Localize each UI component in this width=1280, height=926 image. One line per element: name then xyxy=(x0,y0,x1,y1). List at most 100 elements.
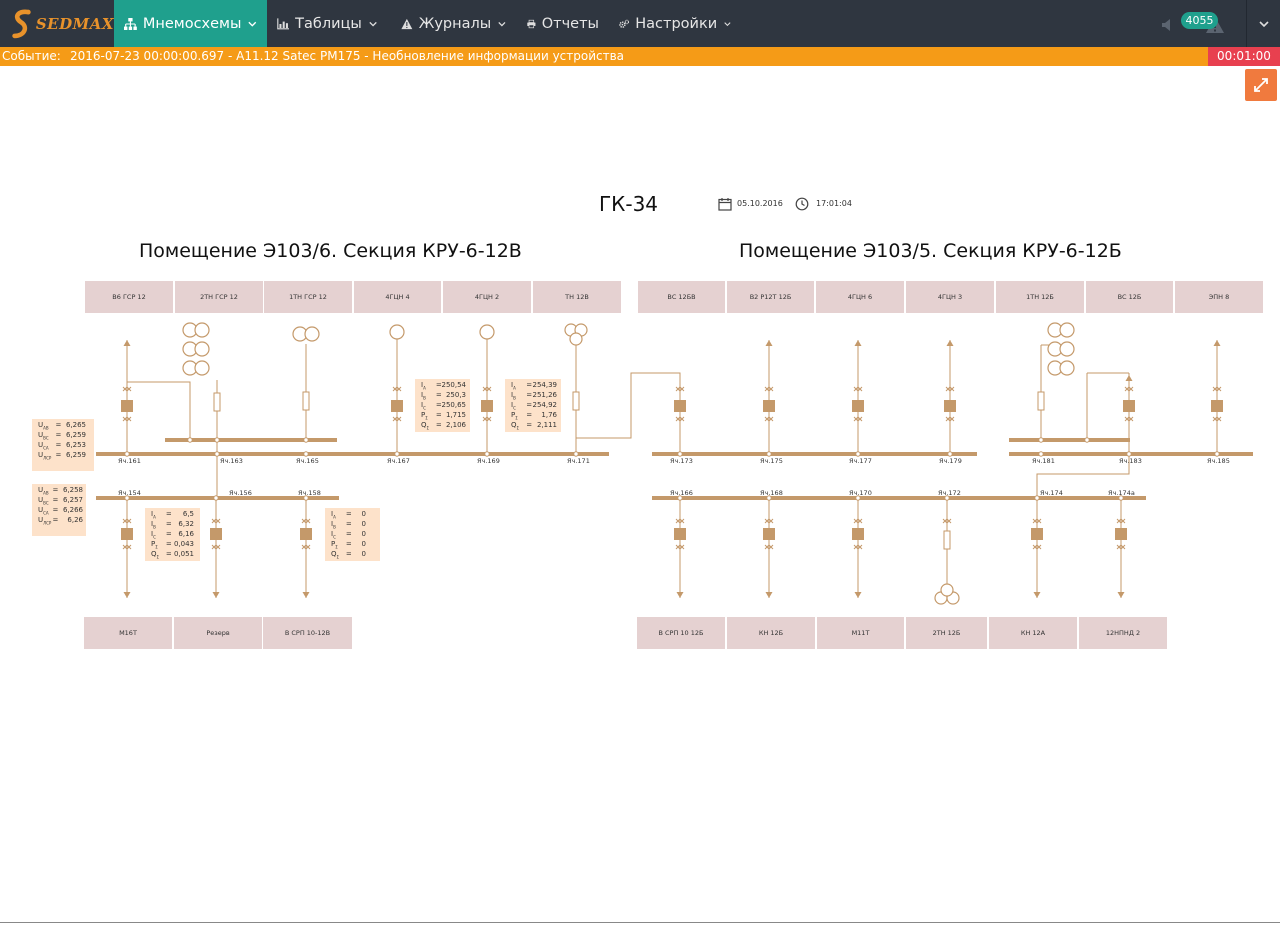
bay-label-ur-5[interactable]: Яч.183 xyxy=(1119,457,1142,465)
bay-label-lr-0[interactable]: Яч.166 xyxy=(670,489,693,497)
disconnector-chevron xyxy=(945,416,955,422)
bus-node xyxy=(855,451,861,457)
meas-value: 254,92 xyxy=(532,401,558,409)
meas-value: 0 xyxy=(361,510,366,518)
cell-top-right-5[interactable]: 1ТН 12Б xyxy=(996,281,1084,313)
bay-label-ul-0[interactable]: Яч.161 xyxy=(118,457,141,465)
nav-mnemo[interactable]: Мнемосхемы xyxy=(114,0,267,47)
cell-top-right-2[interactable]: В2 Р12Т 12Б xyxy=(727,281,814,313)
nav-reports[interactable]: Отчеты xyxy=(517,0,609,47)
bay-label-ur-1[interactable]: Яч.175 xyxy=(760,457,783,465)
app-logo[interactable]: SEDMAX xyxy=(0,0,114,47)
transformer-coil xyxy=(194,341,210,357)
disconnector-chevron xyxy=(211,544,221,550)
bay-label-ll-0[interactable]: Яч.154 xyxy=(118,489,141,497)
meas-value: 250,54 xyxy=(441,381,467,389)
cell-top-left-4[interactable]: 4ГЦН 4 xyxy=(354,281,441,313)
cell-bottom-right-2[interactable]: КН 12Б xyxy=(727,617,815,649)
cell-top-right-7[interactable]: ЭПН 8 xyxy=(1175,281,1263,313)
meas-name: IА xyxy=(151,510,156,520)
meas-equals: = xyxy=(55,431,62,439)
disconnector-chevron xyxy=(942,518,952,524)
cell-bottom-right-4[interactable]: 2ТН 12Б xyxy=(906,617,987,649)
bay-label-ur-0[interactable]: Яч.173 xyxy=(670,457,693,465)
bay-label-ur-2[interactable]: Яч.177 xyxy=(849,457,872,465)
meas-equals: = xyxy=(55,421,62,429)
cell-top-left-2[interactable]: 2ТН ГСР 12 xyxy=(175,281,263,313)
cell-bottom-left-1[interactable]: М16Т xyxy=(84,617,172,649)
disconnector-chevron xyxy=(1116,518,1126,524)
cell-bottom-left-2[interactable]: Резерв xyxy=(174,617,262,649)
printer-icon xyxy=(527,19,536,28)
cell-top-right-1[interactable]: ВС 12БВ xyxy=(638,281,725,313)
disconnector-chevron xyxy=(764,544,774,550)
disconnector-chevron xyxy=(764,544,774,550)
nav-tables[interactable]: Таблицы xyxy=(267,0,387,47)
bay-label-ul-1[interactable]: Яч.163 xyxy=(220,457,243,465)
cell-bottom-right-1[interactable]: В СРП 10 12Б xyxy=(637,617,725,649)
disconnector-chevron xyxy=(301,544,311,550)
bay-label-lr-1[interactable]: Яч.168 xyxy=(760,489,783,497)
meas-equals: = xyxy=(55,441,62,449)
disconnector-chevron xyxy=(764,518,774,524)
busbar-aux-left xyxy=(165,438,337,442)
disconnector-chevron xyxy=(122,544,132,550)
fullscreen-button[interactable] xyxy=(1245,69,1277,101)
meas-equals: = xyxy=(345,550,352,558)
disconnector-chevron xyxy=(675,544,685,550)
bus-node xyxy=(855,495,861,501)
bay-label-ur-3[interactable]: Яч.179 xyxy=(939,457,962,465)
meas-row: IС=254,92 xyxy=(505,401,561,411)
meas-value: 6,253 xyxy=(65,441,86,449)
bus-node xyxy=(677,451,683,457)
cell-top-left-5[interactable]: 4ГЦН 2 xyxy=(443,281,531,313)
cell-top-left-6[interactable]: ТН 12В xyxy=(533,281,621,313)
cell-top-left-3[interactable]: 1ТН ГСР 12 xyxy=(264,281,352,313)
meas-value: 251,26 xyxy=(532,391,558,399)
bay-label-ur-4[interactable]: Яч.181 xyxy=(1032,457,1055,465)
meas-name: QΣ xyxy=(331,550,340,560)
bay-label-ll-2[interactable]: Яч.158 xyxy=(298,489,321,497)
bay-label-ul-4[interactable]: Яч.169 xyxy=(477,457,500,465)
bay-label-lr-5[interactable]: Яч.174а xyxy=(1108,489,1135,497)
event-text[interactable]: 2016-07-23 00:00:00.697 - A11.12 Satec P… xyxy=(70,49,625,63)
meas-name: IА xyxy=(421,381,426,391)
bay-label-ul-5[interactable]: Яч.171 xyxy=(567,457,590,465)
cell-bottom-right-5[interactable]: КН 12А xyxy=(989,617,1077,649)
cell-top-right-3[interactable]: 4ГЦН 6 xyxy=(816,281,904,313)
bay-label-lr-4[interactable]: Яч.174 xyxy=(1040,489,1063,497)
disconnector-chevron xyxy=(1032,518,1042,524)
cell-bottom-right-3[interactable]: М11Т xyxy=(817,617,904,649)
meas-row: IВ=251,26 xyxy=(505,391,561,401)
meas-name: IВ xyxy=(331,520,336,530)
speaker-icon[interactable] xyxy=(1161,18,1173,32)
nav-journals[interactable]: Журналы xyxy=(391,0,516,47)
disconnector-chevron xyxy=(122,518,132,524)
meas-value: 6,32 xyxy=(178,520,194,528)
top-navbar: SEDMAX Мнемосхемы Таблицы Журналы xyxy=(0,0,1280,47)
arrow-up xyxy=(765,340,773,346)
bay-label-lr-2[interactable]: Яч.170 xyxy=(849,489,872,497)
breaker xyxy=(763,528,775,540)
nav-settings[interactable]: Настройки xyxy=(609,0,741,47)
chevron-down-icon[interactable] xyxy=(1259,20,1269,28)
bay-label-lr-3[interactable]: Яч.172 xyxy=(938,489,961,497)
cell-bottom-right-6[interactable]: 12НПНД 2 xyxy=(1079,617,1167,649)
meas-equals: = xyxy=(165,540,172,548)
bay-label-ur-6[interactable]: Яч.185 xyxy=(1207,457,1230,465)
cell-top-right-4[interactable]: 4ГЦН 3 xyxy=(906,281,994,313)
bay-label-ul-3[interactable]: Яч.167 xyxy=(387,457,410,465)
bay-label-ll-1[interactable]: Яч.156 xyxy=(229,489,252,497)
bay-label-ul-2[interactable]: Яч.165 xyxy=(296,457,319,465)
cell-top-right-6[interactable]: ВС 12Б xyxy=(1086,281,1173,313)
notification-badge[interactable]: 4055 xyxy=(1181,12,1218,29)
cell-top-left-1[interactable]: В6 ГСР 12 xyxy=(85,281,173,313)
meas-row: IА=250,54 xyxy=(415,381,470,391)
cell-bottom-left-3[interactable]: В СРП 10-12В xyxy=(263,617,352,649)
